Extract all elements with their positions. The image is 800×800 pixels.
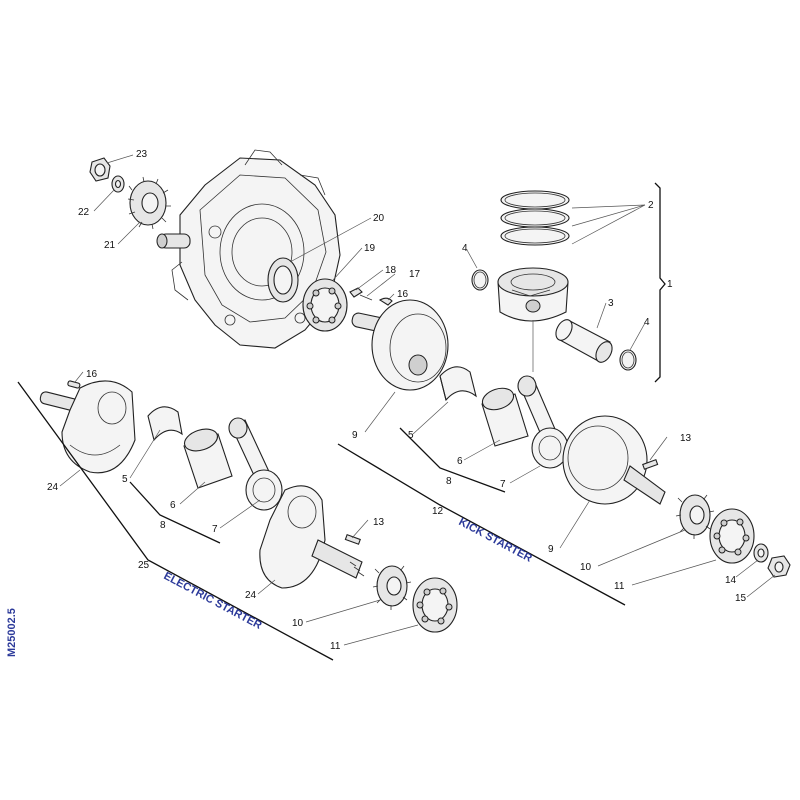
crankcase <box>156 149 341 349</box>
callout-5-upper: 5 <box>408 430 414 441</box>
washer-14 <box>753 543 769 563</box>
callout-3: 3 <box>608 298 614 309</box>
callout-4-left: 4 <box>462 243 468 254</box>
crank-half-9-upper <box>351 299 449 391</box>
callout-9-upper: 9 <box>352 430 358 441</box>
callout-22: 22 <box>78 207 90 218</box>
bush-6-upper <box>481 387 529 447</box>
dowel-and-pin-small-parts <box>349 287 393 306</box>
callout-9-lower: 9 <box>548 544 554 555</box>
callout-8-left: 8 <box>160 520 166 531</box>
callout-18: 18 <box>385 265 397 276</box>
oil-seal-20 <box>267 257 299 303</box>
callout-11-kick: 11 <box>614 581 625 592</box>
key-13-kick <box>642 459 659 470</box>
callout-7-left: 7 <box>212 524 218 535</box>
callout-13-kick: 13 <box>680 433 692 444</box>
callout-1: 1 <box>667 279 673 290</box>
callout-16-left: 16 <box>86 369 98 380</box>
callout-21: 21 <box>104 240 116 251</box>
callout-23: 23 <box>136 149 148 160</box>
callout-24-lower: 24 <box>245 590 257 601</box>
bearing-half-5-left <box>147 406 183 442</box>
callout-7-upper: 7 <box>500 479 506 490</box>
crank-half-24-lower <box>259 485 365 589</box>
callout-11-electric: 11 <box>330 641 341 652</box>
callout-20: 20 <box>373 213 385 224</box>
callout-14: 14 <box>725 575 737 586</box>
circlip-4-right <box>619 349 637 371</box>
nut-15 <box>767 555 791 578</box>
bush-6-left <box>183 428 233 489</box>
piston <box>497 267 569 322</box>
main-bearing-19 <box>302 278 348 332</box>
callout-17: 17 <box>409 269 421 280</box>
circlip-4-left <box>471 269 489 291</box>
nut-23 <box>89 157 111 182</box>
callout-15: 15 <box>735 593 747 604</box>
bracket-25 <box>17 381 334 661</box>
key-13-electric <box>344 534 361 545</box>
callout-labels: 23 22 21 20 19 18 17 16 2 4 1 3 4 16 9 5… <box>47 149 747 652</box>
crank-half-9-lower <box>562 415 666 505</box>
callout-16-upper: 16 <box>397 289 409 300</box>
callout-12: 12 <box>432 506 444 517</box>
callout-6-left: 6 <box>170 500 176 511</box>
pin-16-left <box>67 380 81 389</box>
callout-10-kick: 10 <box>580 562 592 573</box>
callout-25: 25 <box>138 560 150 571</box>
piston-rings-2 <box>500 190 570 246</box>
washer-22 <box>111 175 125 193</box>
bracket-12 <box>337 443 626 606</box>
callout-2: 2 <box>648 200 654 211</box>
callout-19: 19 <box>364 243 376 254</box>
callout-24-left: 24 <box>47 482 59 493</box>
gear-10-electric <box>372 565 412 610</box>
callout-10-electric: 10 <box>292 618 304 629</box>
crank-half-24-upper <box>39 380 136 474</box>
callout-5-left: 5 <box>122 474 128 485</box>
leader-lines <box>59 154 776 646</box>
drawing-code: M25002.5 <box>6 608 18 657</box>
connecting-rod-7-upper <box>517 375 569 469</box>
bearing-11-electric <box>412 577 458 633</box>
kick-starter-label: KICK STARTER <box>457 516 534 565</box>
bearing-11-kick <box>709 508 755 564</box>
bracket-1 <box>654 182 666 383</box>
gear-10-kick <box>675 494 715 539</box>
bracket-8-left <box>129 481 221 544</box>
bearing-half-5-upper <box>439 366 477 402</box>
bracket-8-upper <box>399 427 506 493</box>
piston-pin-3 <box>555 319 613 363</box>
callout-6-upper: 6 <box>457 456 463 467</box>
connecting-rod-7-left <box>228 417 283 511</box>
gear-21 <box>127 176 171 230</box>
callout-13-electric: 13 <box>373 517 385 528</box>
callout-8-upper: 8 <box>446 476 452 487</box>
callout-4-right: 4 <box>644 317 650 328</box>
